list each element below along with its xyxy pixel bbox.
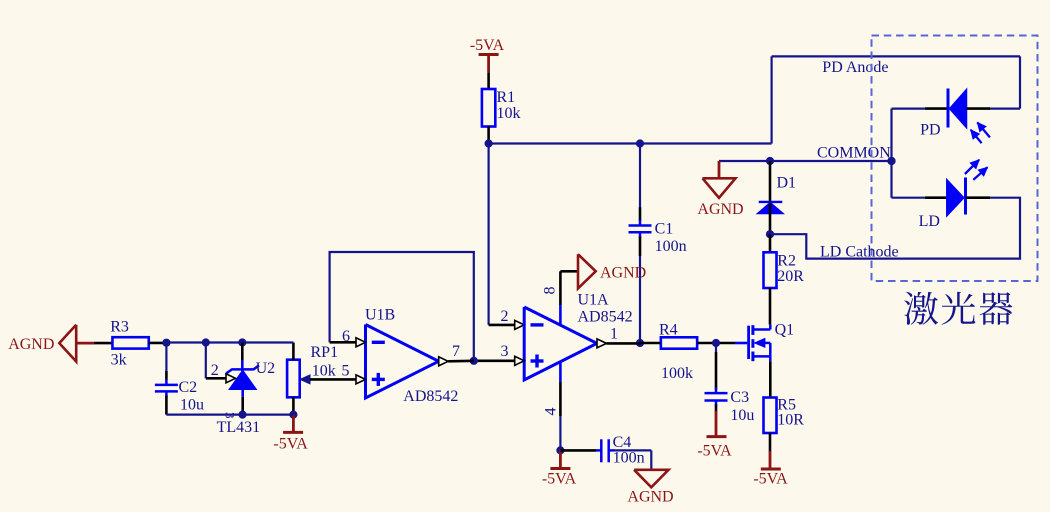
- svg-text:-5VA: -5VA: [470, 37, 505, 54]
- svg-text:2: 2: [211, 362, 219, 379]
- svg-text:PD Anode: PD Anode: [822, 59, 888, 76]
- svg-text:AGND: AGND: [600, 264, 646, 281]
- svg-text:LD: LD: [919, 213, 940, 230]
- svg-text:3: 3: [501, 343, 509, 360]
- svg-text:U1A: U1A: [578, 292, 610, 309]
- svg-text:AD8542: AD8542: [578, 309, 633, 326]
- svg-text:PD: PD: [920, 121, 940, 138]
- svg-text:100k: 100k: [661, 365, 693, 382]
- svg-text:C2: C2: [179, 379, 198, 396]
- svg-text:Q1: Q1: [775, 321, 795, 338]
- svg-text:U1B: U1B: [365, 306, 395, 323]
- svg-text:1: 1: [610, 325, 618, 342]
- svg-text:8: 8: [542, 287, 559, 295]
- svg-text:20R: 20R: [777, 268, 804, 285]
- svg-text:10k: 10k: [497, 105, 521, 122]
- svg-text:-5VA: -5VA: [273, 435, 308, 452]
- svg-text:-5VA: -5VA: [697, 442, 732, 459]
- svg-text:C1: C1: [655, 221, 674, 238]
- svg-text:COMMON: COMMON: [817, 145, 891, 162]
- svg-text:-5VA: -5VA: [753, 471, 788, 488]
- svg-text:5: 5: [342, 363, 350, 380]
- svg-text:10u: 10u: [180, 397, 204, 414]
- svg-text:TL431: TL431: [217, 419, 261, 436]
- svg-text:AD8542: AD8542: [403, 388, 458, 405]
- svg-text:R4: R4: [659, 322, 678, 339]
- svg-text:7: 7: [452, 343, 460, 360]
- svg-text:2: 2: [501, 308, 509, 325]
- svg-text:AGND: AGND: [8, 336, 54, 353]
- svg-text:C4: C4: [613, 434, 632, 451]
- svg-text:-5VA: -5VA: [542, 470, 577, 487]
- svg-text:R1: R1: [497, 89, 516, 106]
- svg-text:AGND: AGND: [627, 488, 673, 505]
- svg-text:3k: 3k: [111, 351, 127, 368]
- svg-text:C3: C3: [730, 389, 749, 406]
- svg-text:RP1: RP1: [311, 344, 339, 361]
- svg-text:R3: R3: [110, 319, 129, 336]
- svg-text:AGND: AGND: [697, 201, 743, 218]
- svg-text:10k: 10k: [312, 363, 336, 380]
- svg-text:10u: 10u: [730, 407, 754, 424]
- svg-text:10R: 10R: [777, 412, 804, 429]
- svg-text:R2: R2: [777, 253, 796, 270]
- svg-text:LD Cathode: LD Cathode: [820, 244, 899, 261]
- svg-text:D1: D1: [777, 175, 797, 192]
- svg-text:6: 6: [342, 328, 350, 345]
- svg-text:100n: 100n: [655, 238, 687, 255]
- svg-text:U2: U2: [256, 360, 276, 377]
- svg-text:R5: R5: [777, 397, 796, 414]
- svg-text:100n: 100n: [613, 450, 645, 467]
- svg-text:4: 4: [543, 408, 560, 416]
